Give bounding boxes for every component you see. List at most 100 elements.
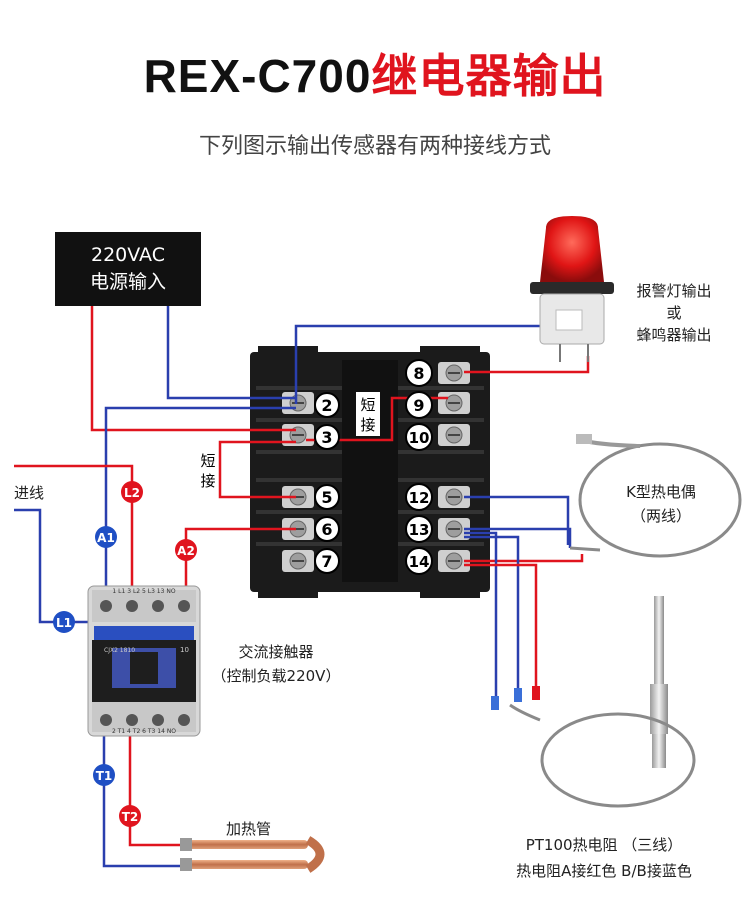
wire-short-3-5 — [218, 440, 296, 499]
pt100-line1: PT100热电阻 （三线） — [525, 836, 683, 854]
badge-a1: A1 — [95, 526, 117, 548]
title-model: REX-C700 — [143, 50, 372, 102]
terminal-12: 12 — [405, 483, 433, 511]
power-input-box: 220VAC 电源输入 — [55, 232, 201, 306]
contactor-number: 10 — [180, 646, 189, 654]
contactor-bottom-marks: 2 T1 4 T2 6 T3 14 NO — [112, 728, 176, 735]
screw-7 — [282, 550, 314, 572]
wire-tc-14 — [464, 554, 584, 563]
wire-pt-14 — [464, 563, 538, 690]
pt100-line2: 热电阻A接红色 B/B接蓝色 — [516, 862, 692, 880]
badge-t1: T1 — [93, 764, 115, 786]
short-top-char2: 接 — [360, 416, 375, 434]
wire-pt-13b — [464, 535, 520, 690]
terminal-7-label: 7 — [321, 552, 332, 571]
terminal-10-label: 10 — [409, 429, 430, 447]
terminal-12-label: 12 — [409, 489, 430, 507]
wire-a2 — [184, 527, 296, 596]
page-title: REX-C700继电器输出 — [0, 40, 750, 106]
pt100-sensor — [491, 596, 696, 808]
wire-incoming-l2 — [14, 464, 134, 596]
thermocouple-label: K型热电偶 （两线） — [614, 480, 708, 528]
screw-13 — [438, 518, 470, 540]
power-voltage: 220VAC — [91, 244, 165, 266]
badge-t2: T2 — [119, 805, 141, 827]
terminal-14-label: 14 — [409, 553, 430, 571]
terminal-3-label: 3 — [321, 428, 332, 447]
screw-9 — [438, 392, 470, 414]
thermocouple-line2: （两线） — [630, 507, 691, 525]
screw-5 — [282, 486, 314, 508]
terminal-6-label: 6 — [321, 520, 332, 539]
terminal-labels-right: 8 9 10 12 13 14 — [405, 359, 433, 575]
terminal-3: 3 — [314, 424, 340, 450]
terminal-5-label: 5 — [321, 488, 332, 507]
screw-8 — [438, 362, 470, 384]
alarm-line2: 或 — [666, 304, 682, 322]
wire-tc-12 — [464, 495, 570, 545]
short-label-left: 短 接 — [200, 452, 215, 490]
contactor-model: CJX2 1810 — [104, 647, 135, 654]
heater-label: 加热管 — [226, 820, 272, 838]
terminal-labels-left: 2 3 5 6 7 — [314, 392, 340, 574]
terminal-8: 8 — [405, 359, 433, 387]
terminal-13-label: 13 — [409, 521, 430, 539]
wire-pt-13a — [464, 531, 498, 700]
screw-12 — [438, 486, 470, 508]
badge-a2: A2 — [175, 539, 197, 561]
controller-terminal-block — [250, 346, 490, 598]
screw-14 — [438, 550, 470, 572]
screw-2 — [282, 392, 314, 414]
terminal-2-label: 2 — [321, 396, 332, 415]
heater-tube — [180, 836, 325, 873]
thermocouple-line1: K型热电偶 — [626, 483, 696, 501]
badge-a1-label: A1 — [97, 531, 115, 545]
short-label-top: 短 接 — [356, 392, 380, 436]
badge-t1-label: T1 — [96, 769, 113, 783]
title-highlight: 继电器输出 — [371, 49, 607, 103]
badge-l2: L2 — [121, 481, 143, 503]
contactor-top-marks: 1 L1 3 L2 5 L3 13 NO — [112, 588, 175, 595]
alarm-label: 报警灯输出 或 蜂鸣器输出 — [616, 280, 732, 346]
alarm-line1: 报警灯输出 — [636, 282, 712, 300]
terminal-13: 13 — [405, 515, 433, 543]
terminal-8-label: 8 — [413, 364, 424, 383]
terminal-6: 6 — [314, 516, 340, 542]
power-label: 电源输入 — [89, 271, 166, 293]
contactor-line2: （控制负载220V） — [211, 667, 341, 685]
contactor-line1: 交流接触器 — [238, 643, 314, 661]
short-left-char1: 短 — [200, 452, 215, 470]
pt100-label: PT100热电阻 （三线） 热电阻A接红色 B/B接蓝色 — [484, 832, 724, 884]
right-screws — [438, 362, 470, 572]
terminal-5: 5 — [314, 484, 340, 510]
badge-a2-label: A2 — [177, 544, 195, 558]
badge-l1: L1 — [53, 611, 75, 633]
badge-l2-label: L2 — [124, 486, 140, 500]
terminal-10: 10 — [405, 423, 433, 451]
alarm-lamp — [530, 216, 614, 362]
wire-power-red — [90, 306, 296, 432]
wire-tc-13 — [464, 527, 572, 548]
terminal-14: 14 — [405, 547, 433, 575]
wire-t2 — [128, 735, 214, 847]
short-top-char1: 短 — [360, 396, 375, 414]
contactor-label: 交流接触器 （控制负载220V） — [206, 640, 346, 688]
terminal-9-label: 9 — [413, 396, 424, 415]
terminal-7: 7 — [314, 548, 340, 574]
badge-t2-label: T2 — [122, 810, 139, 824]
terminal-2: 2 — [314, 392, 340, 418]
short-left-char2: 接 — [200, 472, 215, 490]
badge-l1-label: L1 — [56, 616, 72, 630]
wire-alarm-blue — [294, 324, 546, 404]
k-thermocouple — [569, 434, 742, 558]
terminal-9: 9 — [405, 391, 433, 419]
alarm-line3: 蜂鸣器输出 — [636, 326, 712, 344]
left-screws — [282, 392, 314, 572]
wire-power-blue — [166, 306, 296, 400]
screw-10 — [438, 424, 470, 446]
ac-contactor — [87, 585, 201, 737]
incoming-line-label: 进线 — [14, 484, 45, 502]
page-subtitle: 下列图示输出传感器有两种接线方式 — [198, 134, 551, 159]
screw-6 — [282, 518, 314, 540]
